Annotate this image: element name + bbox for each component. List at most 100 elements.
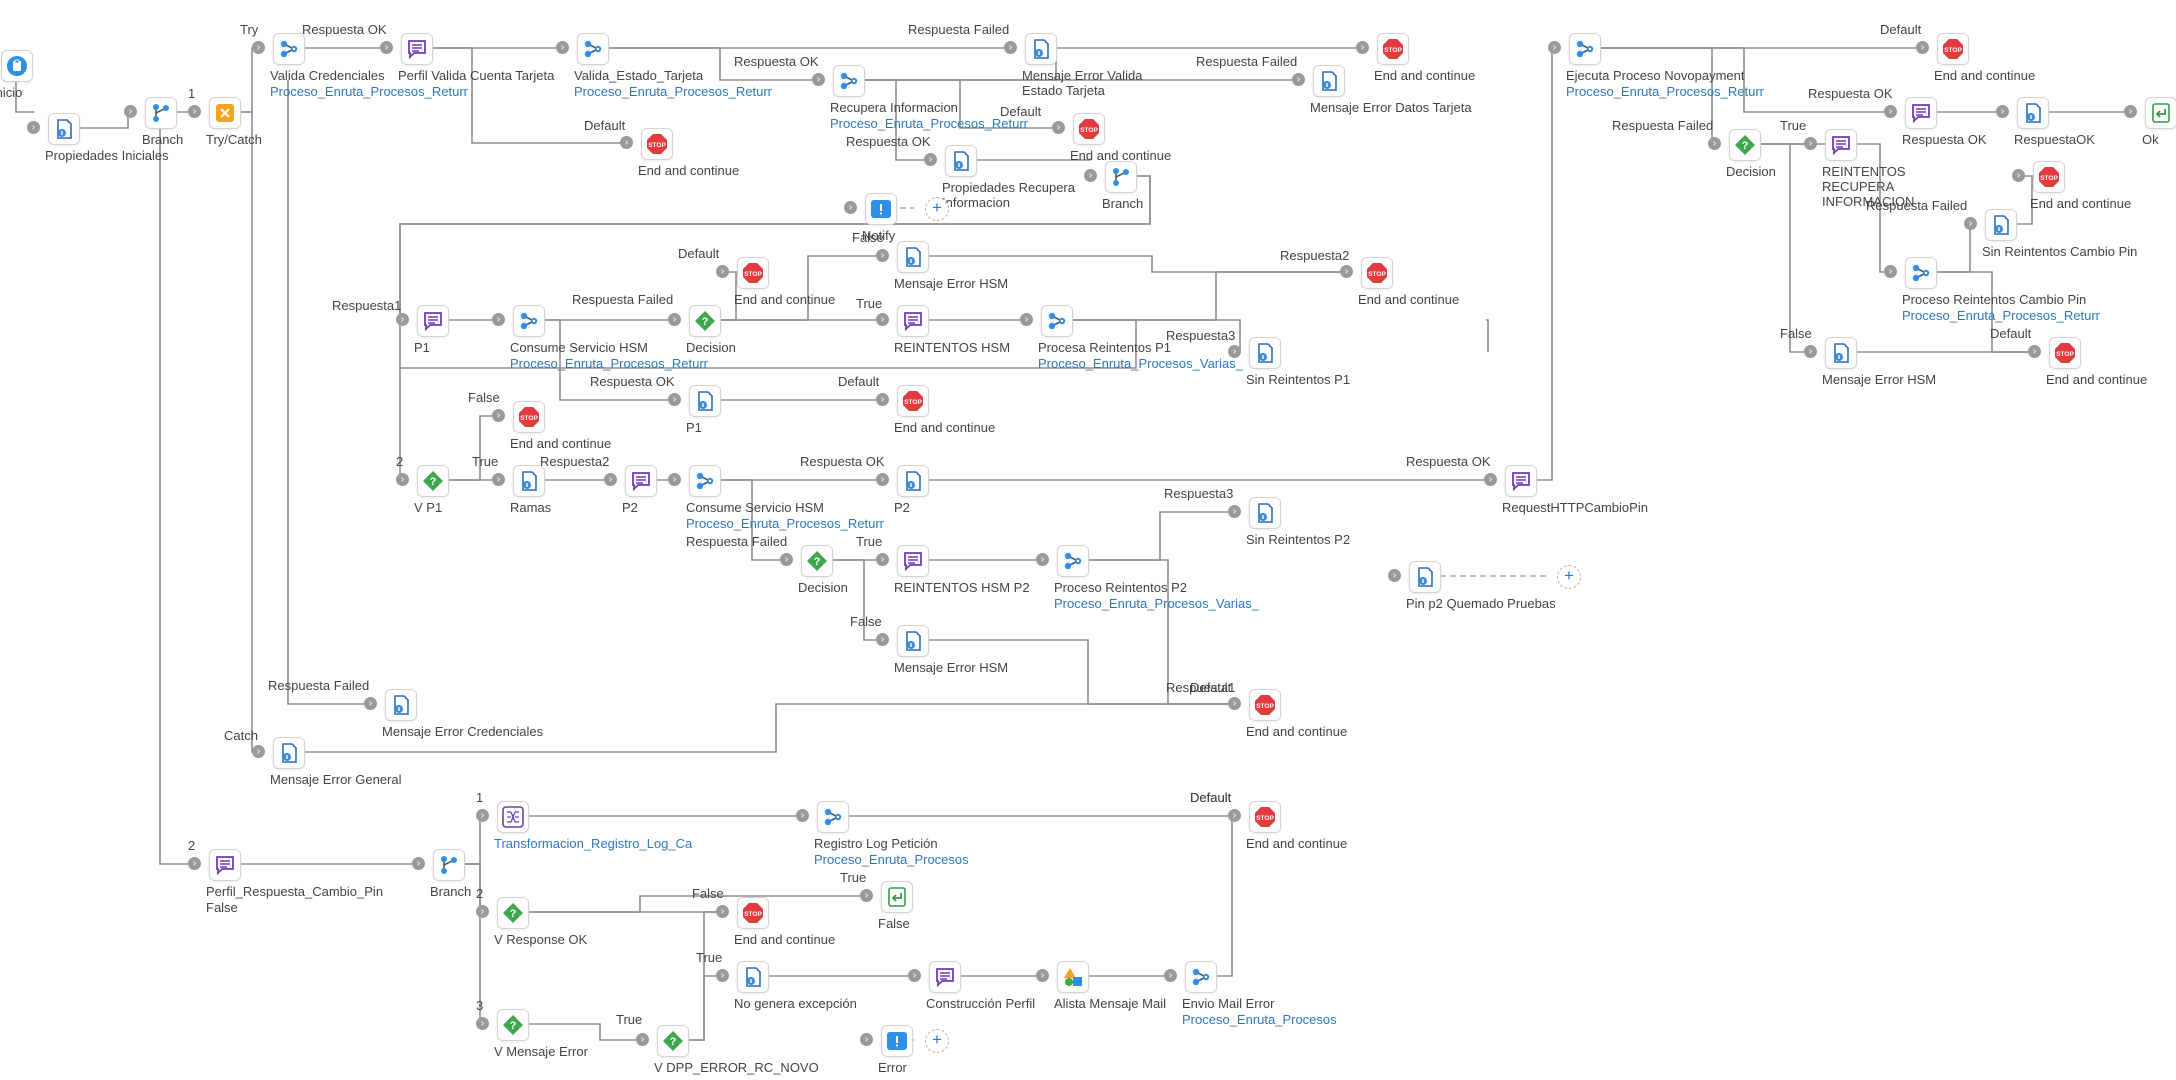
input-port-icon[interactable]: ›	[1004, 41, 1017, 54]
node-sublabel[interactable]: Proceso_Enruta_Procesos	[1182, 1012, 1337, 1027]
input-port-icon[interactable]: ›	[1548, 41, 1561, 54]
node-sublabel[interactable]: Proceso_Enruta_Procesos_Returr	[270, 84, 468, 99]
node-msg-err-datos[interactable]: ›Mensaje Error Datos Tarjeta	[1292, 65, 1472, 115]
input-port-icon[interactable]: ›	[1036, 553, 1049, 566]
node-p1-doc[interactable]: ›P1	[668, 385, 721, 435]
input-port-icon[interactable]: ›	[636, 1033, 649, 1046]
input-port-icon[interactable]: ›	[1340, 265, 1353, 278]
node-end-mid[interactable]: STOP›End and continue	[1228, 689, 1347, 739]
input-port-icon[interactable]: ›	[796, 809, 809, 822]
node-end-p1[interactable]: STOP›End and continue	[876, 385, 995, 435]
input-port-icon[interactable]: ›	[492, 313, 505, 326]
node-sublabel[interactable]: Proceso_Enruta_Procesos_Varias_	[1038, 356, 1243, 371]
node-branch-rec[interactable]: ›Branch	[1084, 161, 1143, 211]
node-msg-err-estado[interactable]: ›Mensaje Error Valida Estado Tarjeta	[1004, 33, 1142, 98]
node-end-r1[interactable]: STOP›End and continue	[2012, 161, 2131, 211]
node-reint-hsm-p2[interactable]: ›REINTENTOS HSM P2	[876, 545, 1030, 595]
node-inicio[interactable]: Inicio	[0, 50, 33, 100]
input-port-icon[interactable]: ›	[364, 697, 377, 710]
node-sublabel[interactable]: Proceso_Enruta_Procesos_Returr	[686, 516, 884, 531]
node-end-hsm-default[interactable]: STOP›End and continue	[716, 257, 835, 307]
input-port-icon[interactable]: ›	[1020, 313, 1033, 326]
node-decision-r[interactable]: ?›Decision	[1708, 129, 1776, 179]
input-port-icon[interactable]: ›	[1996, 105, 2009, 118]
add-step-button[interactable]: +	[925, 1029, 949, 1053]
node-end-novo[interactable]: STOP›End and continue	[1916, 33, 2035, 83]
input-port-icon[interactable]: ›	[124, 105, 137, 118]
input-port-icon[interactable]: ›	[908, 969, 921, 982]
node-perfil-valida[interactable]: ›Perfil Valida Cuenta Tarjeta	[380, 33, 554, 83]
node-sin-reint-cambio[interactable]: ›Sin Reintentos Cambio Pin	[1964, 209, 2137, 259]
input-port-icon[interactable]: ›	[668, 473, 681, 486]
input-port-icon[interactable]: ›	[1084, 169, 1097, 182]
node-reint-hsm[interactable]: ›REINTENTOS HSM	[876, 305, 1010, 355]
node-prop-ini[interactable]: ›Propiedades Iniciales	[27, 113, 169, 163]
input-port-icon[interactable]: ›	[780, 553, 793, 566]
node-branch-low[interactable]: ›Branch	[412, 849, 471, 899]
input-port-icon[interactable]: ›	[188, 857, 201, 870]
input-port-icon[interactable]: ›	[876, 633, 889, 646]
node-msg-err-hsm1[interactable]: ›Mensaje Error HSM	[876, 241, 1008, 291]
input-port-icon[interactable]: ›	[716, 969, 729, 982]
input-port-icon[interactable]: ›	[252, 41, 265, 54]
node-trycatch[interactable]: ›Try/Catch	[188, 97, 262, 147]
input-port-icon[interactable]: ›	[396, 473, 409, 486]
node-end-reint-p1[interactable]: STOP›End and continue	[1340, 257, 1459, 307]
input-port-icon[interactable]: ›	[1708, 137, 1721, 150]
input-port-icon[interactable]: ›	[844, 201, 857, 214]
node-alista[interactable]: ›Alista Mensaje Mail	[1036, 961, 1166, 1011]
node-branch-main[interactable]: ›Branch	[124, 97, 183, 147]
input-port-icon[interactable]: ›	[620, 136, 633, 149]
node-sin-reint-p2[interactable]: ›Sin Reintentos P2	[1228, 497, 1350, 547]
node-end-default1[interactable]: STOP›End and continue	[620, 128, 739, 178]
input-port-icon[interactable]: ›	[188, 105, 201, 118]
input-port-icon[interactable]: ›	[476, 809, 489, 822]
input-port-icon[interactable]: ›	[476, 905, 489, 918]
input-port-icon[interactable]: ›	[1228, 505, 1241, 518]
input-port-icon[interactable]: ›	[1884, 265, 1897, 278]
input-port-icon[interactable]: ›	[476, 1017, 489, 1030]
node-end-estado[interactable]: STOP›End and continue	[1356, 33, 1475, 83]
node-end-recupera[interactable]: STOP›End and continue	[1052, 113, 1171, 163]
add-step-button[interactable]: +	[1557, 565, 1581, 589]
node-end-low1[interactable]: STOP›End and continue	[1228, 801, 1347, 851]
input-port-icon[interactable]: ›	[876, 473, 889, 486]
input-port-icon[interactable]: ›	[1484, 473, 1497, 486]
node-decision-hsm[interactable]: ?›Decision	[668, 305, 736, 355]
node-decision2[interactable]: ?›Decision	[780, 545, 848, 595]
input-port-icon[interactable]: ›	[492, 409, 505, 422]
input-port-icon[interactable]: ›	[252, 745, 265, 758]
input-port-icon[interactable]: ›	[604, 473, 617, 486]
node-resp-ok-doc[interactable]: ›RespuestaOK	[1996, 97, 2095, 147]
input-port-icon[interactable]: ›	[412, 857, 425, 870]
input-port-icon[interactable]: ›	[1884, 105, 1897, 118]
input-port-icon[interactable]: ›	[924, 153, 937, 166]
node-msg-err-general[interactable]: ›Mensaje Error General	[252, 737, 402, 787]
node-sublabel[interactable]: Proceso_Enruta_Procesos_Returr	[1902, 308, 2100, 323]
input-port-icon[interactable]: ›	[1052, 121, 1065, 134]
node-end-low2[interactable]: STOP›End and continue	[716, 897, 835, 947]
node-p2-doc[interactable]: ›P2	[876, 465, 929, 515]
input-port-icon[interactable]: ›	[716, 265, 729, 278]
node-vp1[interactable]: ?›V P1	[396, 465, 449, 515]
input-port-icon[interactable]: ›	[1292, 73, 1305, 86]
node-transform[interactable]: ›Transformacion_Registro_Log_Ca	[476, 801, 692, 851]
node-v-mensaje[interactable]: ?›V Mensaje Error	[476, 1009, 588, 1059]
node-p2-msg[interactable]: ›P2	[604, 465, 657, 515]
node-sublabel[interactable]: Proceso_Enruta_Procesos_Returr	[510, 356, 708, 371]
node-sublabel[interactable]: Proceso_Enruta_Procesos	[814, 852, 969, 867]
node-no-genera[interactable]: ›No genera excepción	[716, 961, 857, 1011]
input-port-icon[interactable]: ›	[812, 73, 825, 86]
input-port-icon[interactable]: ›	[1964, 217, 1977, 230]
input-port-icon[interactable]: ›	[1036, 969, 1049, 982]
input-port-icon[interactable]: ›	[876, 393, 889, 406]
input-port-icon[interactable]: ›	[396, 313, 409, 326]
input-port-icon[interactable]: ›	[876, 313, 889, 326]
input-port-icon[interactable]: ›	[876, 553, 889, 566]
node-construccion[interactable]: ›Construcción Perfil	[908, 961, 1035, 1011]
